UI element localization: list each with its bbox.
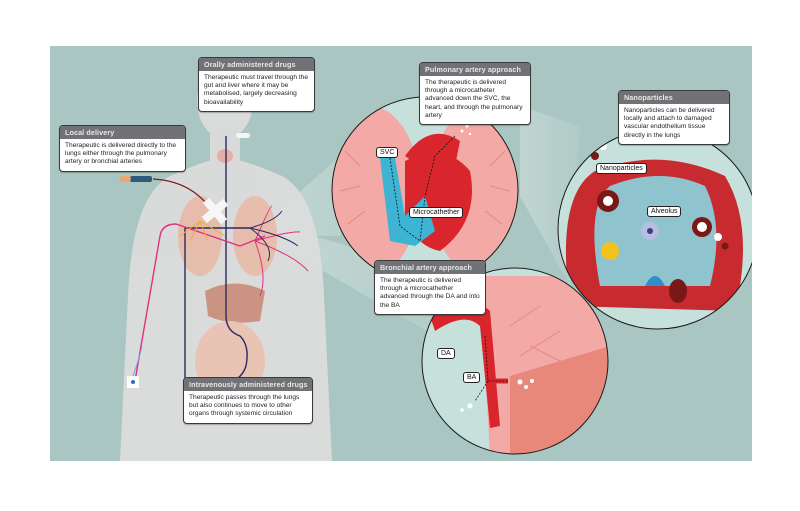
callout-local: Local delivery Therapeutic is delivered … <box>59 125 186 172</box>
iv-pathway <box>134 223 266 382</box>
callout-local-text: Therapeutic is delivered directly to the… <box>65 142 177 166</box>
label-ba: BA <box>463 372 481 383</box>
callout-nanoparticles-text: Nanoparticles can be delivered locally a… <box>624 107 715 139</box>
heart-catheter <box>389 135 456 242</box>
callout-nanoparticles-title: Nanoparticles <box>619 91 729 104</box>
callout-pulmonary-title: Pulmonary artery approach <box>420 63 530 76</box>
label-svc: SVC <box>376 147 399 158</box>
syringe-icon <box>130 176 152 182</box>
callout-oral: Orally administered drugs Therapeutic mu… <box>198 57 315 112</box>
illustration-panel: Orally administered drugs Therapeutic mu… <box>50 46 752 461</box>
callout-bronchial-title: Bronchial artery approach <box>375 261 485 274</box>
callout-local-title: Local delivery <box>60 126 185 139</box>
local-arrows <box>179 220 226 242</box>
throat <box>217 149 233 163</box>
label-nanoparticles: Nanoparticles <box>596 163 647 174</box>
label-da: DA <box>437 348 455 359</box>
callout-pulmonary: Pulmonary artery approach The therapeuti… <box>419 62 531 126</box>
callout-iv-text: Therapeutic passes through the lungs but… <box>189 394 300 418</box>
bandage-icon <box>201 197 229 225</box>
nanoparticles-circle <box>558 129 752 329</box>
iv-arrows <box>254 205 309 297</box>
bronchial-catheter <box>474 335 508 402</box>
label-alveolus: Alveolus <box>647 206 682 217</box>
callout-oral-title: Orally administered drugs <box>199 58 314 71</box>
callout-pulmonary-text: The therapeutic is delivered through a m… <box>425 79 523 119</box>
callout-oral-text: Therapeutic must travel through the gut … <box>204 74 309 106</box>
pill-icon <box>236 133 250 138</box>
callout-iv: Intravenously administered drugs Therape… <box>183 377 313 424</box>
liver <box>205 283 265 323</box>
label-microcatheter: Microcathether <box>409 207 464 218</box>
callout-bronchial-text: The therapeutic is delivered through a m… <box>380 277 480 309</box>
navy-arrows <box>249 210 299 262</box>
callout-nanoparticles: Nanoparticles Nanoparticles can be deliv… <box>618 90 730 145</box>
iv-cannula-icon <box>127 345 143 388</box>
descending-aorta <box>430 302 500 428</box>
callout-bronchial: Bronchial artery approach The therapeuti… <box>374 260 486 315</box>
callout-iv-title: Intravenously administered drugs <box>184 378 312 391</box>
syringe-tip-icon <box>119 176 131 182</box>
vena-cava <box>380 158 435 246</box>
